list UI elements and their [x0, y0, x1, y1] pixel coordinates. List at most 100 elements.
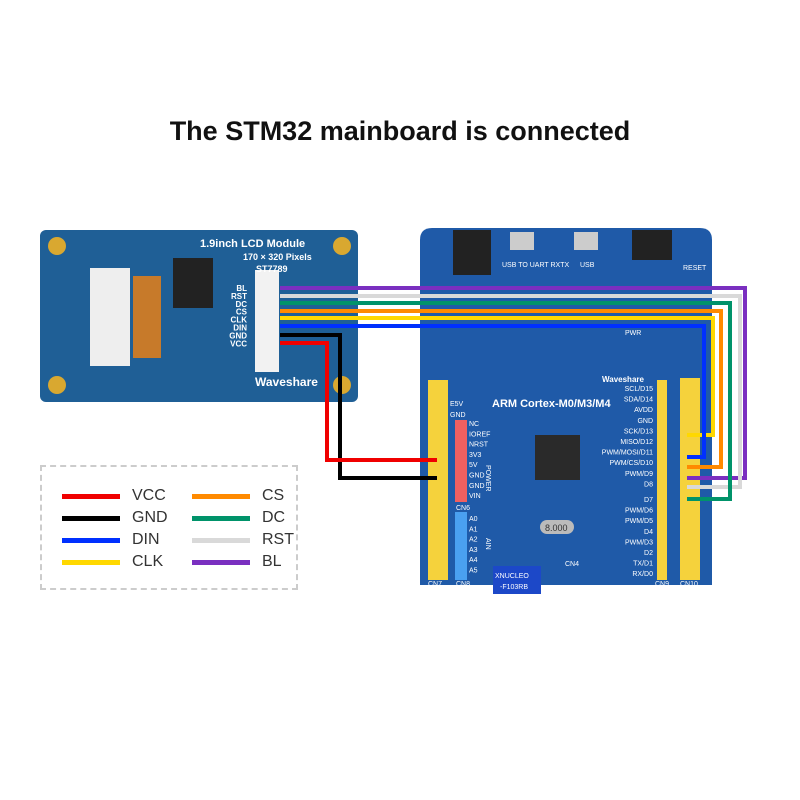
- digital-pin-label: D8: [644, 481, 653, 488]
- usb-port: [574, 232, 598, 250]
- wire-rst: [280, 294, 742, 489]
- model-line1: XNUCLEO: [495, 573, 529, 580]
- legend-item-bl: BL: [192, 553, 282, 571]
- digital-pin-label: TX/D1: [633, 561, 653, 568]
- lcd-brand: Waveshare: [255, 375, 318, 389]
- legend-label: BL: [262, 553, 282, 570]
- legend-label: VCC: [132, 487, 166, 504]
- wire-din: [280, 324, 706, 459]
- digital-pin-label: GND: [637, 418, 653, 425]
- analog-pin-label: A4: [469, 557, 478, 564]
- lcd-pin-rst: RST: [231, 292, 247, 301]
- power-pin-label: 3V3: [469, 452, 482, 459]
- pin-header-connector: [255, 270, 279, 372]
- fpc-connector: [90, 268, 130, 366]
- mount-hole-icon: [48, 237, 66, 255]
- lcd-resolution: 170 × 320 Pixels: [243, 252, 312, 262]
- analog-pin-label: A5: [469, 568, 478, 575]
- legend-swatch: [192, 537, 250, 543]
- wires: [280, 286, 747, 501]
- header-cn9: [657, 380, 667, 580]
- wire-bl: [280, 286, 747, 480]
- power-jack: [453, 230, 491, 275]
- analog-pin-label: A2: [469, 537, 478, 544]
- digital-pin-label: D2: [644, 550, 653, 557]
- cn6-label: CN6: [456, 505, 470, 512]
- model-line2: -F103RB: [500, 584, 528, 591]
- fpc-cable: [133, 276, 161, 358]
- digital-pin-label: PWM/D6: [625, 508, 653, 515]
- board-heading: ARM Cortex-M0/M3/M4: [492, 398, 611, 410]
- legend-label: DIN: [132, 531, 160, 548]
- page-title: The STM32 mainboard is connected: [169, 116, 631, 146]
- power-group-label: POWER: [484, 465, 491, 491]
- cn4-label: CN4: [565, 561, 579, 568]
- usb-label: USB: [580, 262, 595, 269]
- legend-swatch: [192, 515, 250, 521]
- lcd-pin-gnd: GND: [229, 331, 247, 340]
- wire-dc: [280, 301, 732, 501]
- mount-hole-icon: [333, 237, 351, 255]
- digital-pin-label: D7: [644, 497, 653, 504]
- legend-item-clk: CLK: [62, 553, 163, 571]
- legend-label: CLK: [132, 553, 164, 570]
- cn7-label: CN7: [428, 581, 442, 588]
- power-pin-label: 5V: [469, 462, 478, 469]
- legend-label: CS: [262, 487, 285, 504]
- lcd-pin-vcc: VCC: [230, 339, 247, 348]
- legend-swatch: [62, 493, 120, 499]
- analog-pin-label: A1: [469, 526, 478, 533]
- legend-swatch: [62, 559, 120, 565]
- cn8-label: CN8: [456, 581, 470, 588]
- power-pin-label: GND: [469, 483, 485, 490]
- digital-pin-label: PWM/CS/D10: [609, 460, 653, 467]
- header-cn8: [455, 512, 467, 580]
- wire-clk: [280, 316, 715, 437]
- legend-swatch: [192, 559, 250, 565]
- legend-label: RST: [262, 531, 294, 548]
- power-pin-label: NRST: [469, 442, 489, 449]
- legend-item-rst: RST: [192, 531, 294, 549]
- legend-label: GND: [132, 509, 168, 526]
- wire-gnd: [280, 333, 437, 480]
- crystal: [540, 520, 574, 534]
- lcd-pin-cs: CS: [236, 308, 248, 317]
- power-pin-label: VIN: [469, 493, 481, 500]
- reset-label: RESET: [683, 265, 707, 272]
- digital-pin-label: PWM/D5: [625, 518, 653, 525]
- digital-pin-label: PWM/MOSI/D11: [602, 450, 653, 457]
- stm32-mainboard: USB TO UART RXTX USB PWR RESET 8.000 XNU…: [420, 228, 712, 594]
- wire-vcc: [280, 341, 437, 462]
- digital-pin-label: SCK/D13: [624, 428, 653, 435]
- digital-pin-label: PWM/D9: [625, 471, 653, 478]
- lcd-pin-din: DIN: [233, 324, 247, 333]
- wire-cs: [280, 309, 723, 469]
- digital-pin-label: MISO/D12: [620, 439, 653, 446]
- crystal-label: 8.000: [545, 523, 568, 533]
- gnd-top-label: GND: [450, 412, 466, 419]
- legend-item-din: DIN: [62, 531, 160, 549]
- header-cn6: [455, 420, 467, 502]
- digital-pin-label: RX/D0: [632, 571, 653, 578]
- legend-swatch: [62, 537, 120, 543]
- usb-uart-label: USB TO UART RXTX: [502, 262, 569, 269]
- header-cn7: [428, 380, 448, 580]
- cn10-label: CN10: [680, 581, 698, 588]
- ain-group-label: AIN: [484, 538, 491, 550]
- legend-label: DC: [262, 509, 286, 526]
- lcd-pin-bl: BL: [236, 284, 247, 293]
- power-pin-label: IOREF: [469, 431, 490, 438]
- header-block: [632, 230, 672, 260]
- legend: VCC CS GND DC DIN RST CLK BL: [40, 465, 298, 590]
- mount-hole-icon: [48, 376, 66, 394]
- legend-swatch: [62, 515, 120, 521]
- legend-item-dc: DC: [192, 509, 285, 527]
- legend-item-cs: CS: [192, 487, 284, 505]
- legend-item-gnd: GND: [62, 509, 168, 527]
- ic-chip: [173, 258, 213, 308]
- lcd-module: 1.9inch LCD Module 170 × 320 Pixels ST77…: [40, 230, 358, 402]
- digital-pin-label: D4: [644, 529, 653, 536]
- legend-item-vcc: VCC: [62, 487, 166, 505]
- mcu-chip: [535, 435, 580, 480]
